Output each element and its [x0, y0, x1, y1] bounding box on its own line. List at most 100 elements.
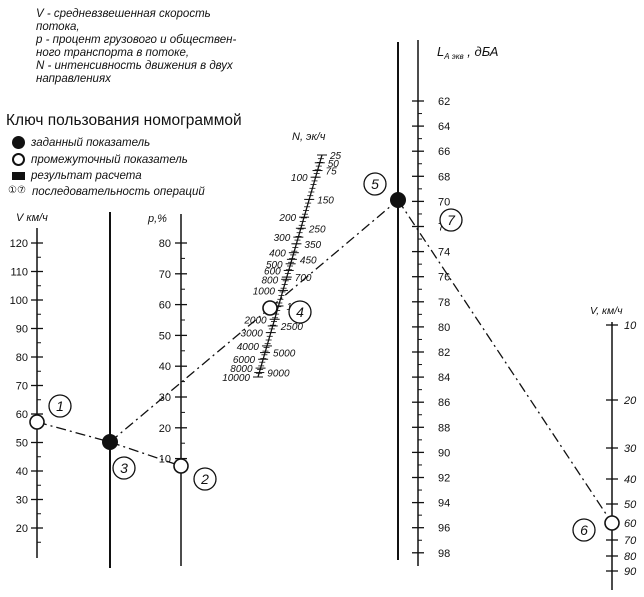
la-tick-label: 76: [438, 272, 450, 284]
n-tick-label: 150: [317, 195, 334, 206]
p-tick-label: 20: [159, 423, 171, 435]
point-2-marker: [173, 458, 189, 474]
la-tick-label: 64: [438, 121, 450, 133]
la-tick-label: 70: [438, 196, 450, 208]
point-5-label-circle: [363, 172, 387, 196]
v-right-tick-label: 50: [624, 499, 637, 511]
la-tick-label: 80: [438, 322, 450, 334]
v-right-tick-label: 60: [624, 518, 637, 530]
n-tick-label: 500: [266, 260, 283, 271]
point-3-marker: [102, 434, 118, 450]
point-4-label: 4: [296, 304, 304, 320]
la-tick-label: 84: [438, 372, 450, 384]
p-tick-label: 80: [159, 238, 171, 250]
v-left-axis-label: V км/ч: [16, 212, 48, 224]
p-axis-label: р,%: [147, 213, 167, 225]
n-tick-label: 400: [269, 249, 286, 260]
point-6-label-circle: [572, 518, 596, 542]
point-1-label: 1: [56, 398, 64, 414]
n-tick-label: 700: [295, 273, 312, 284]
legend-text: V - средневзвешенная скорость потока, р …: [36, 8, 286, 86]
n-tick-label: 1000: [253, 286, 276, 297]
legend-line: р - процент грузового и обществен-: [36, 34, 237, 46]
v-right-axis-label: V, км/ч: [590, 305, 623, 317]
n-tick-label: 4000: [237, 342, 260, 353]
n-tick-label: 6000: [233, 355, 256, 366]
construction-line-4: [269, 199, 399, 309]
n-tick-label: 250: [308, 224, 326, 235]
la-tick-label: 94: [438, 498, 450, 510]
point-6-label: 6: [580, 522, 588, 538]
point-5-marker: [390, 192, 406, 208]
la-tick-label: 74: [438, 247, 450, 259]
v-left-tick-label: 70: [16, 381, 28, 393]
n-tick-label: 300: [274, 233, 291, 244]
v-left-tick-label: 120: [10, 238, 28, 250]
point-4-marker: [262, 300, 278, 316]
la-tick-label: 68: [438, 171, 450, 183]
n-tick-label: 350: [304, 240, 321, 251]
la-tick-label: 86: [438, 397, 450, 409]
n-tick-label: 100: [291, 173, 308, 184]
la-tick-label: 96: [438, 523, 450, 535]
legend-line: N - интенсивность движения в двух: [36, 60, 233, 72]
point-7-label: 7: [447, 212, 456, 228]
v-right-tick-label: 20: [623, 395, 637, 407]
legend-line: потока,: [36, 21, 80, 33]
la-tick-label: 88: [438, 422, 450, 434]
n-tick-label: 25: [329, 151, 342, 162]
v-right-tick-label: 80: [624, 551, 637, 563]
filled-rectangle-icon: [12, 172, 25, 180]
legend-line: V - средневзвешенная скорость: [36, 8, 211, 20]
n-tick-label: 200: [278, 213, 296, 224]
n-tick-label: 50: [328, 159, 340, 170]
v-right-tick-label: 10: [624, 320, 637, 332]
v-left-tick-label: 80: [16, 352, 28, 364]
v-left-tick-label: 20: [16, 523, 28, 535]
la-tick-label: 66: [438, 146, 450, 158]
key-item-label: результат расчета: [31, 170, 142, 182]
n-tick-label: 2500: [280, 322, 304, 333]
point-6-marker: [604, 515, 620, 531]
la-axis-label: LА экв , дБА: [437, 44, 498, 61]
la-tick-label: 98: [438, 548, 450, 560]
v-left-tick-label: 60: [16, 409, 28, 421]
v-right-tick-label: 70: [624, 535, 637, 547]
n-tick-label: 600: [264, 266, 281, 277]
point-2-label: 2: [200, 471, 209, 487]
construction-line-5: [397, 199, 613, 524]
key-title: Ключ пользования номограммой: [6, 112, 242, 129]
n-tick-label: 5000: [273, 349, 296, 360]
key-item-given: заданный показатель: [12, 136, 150, 149]
v-left-tick-label: 40: [16, 466, 28, 478]
n-tick-label: 8000: [230, 364, 253, 375]
v-left-tick-label: 110: [10, 267, 28, 279]
point-7-label-circle: [439, 208, 463, 232]
key-item-label: промежуточный показатель: [31, 153, 188, 166]
v-left-tick-label: 100: [10, 295, 28, 307]
key-item-sequence: ①⑦ последовательность операций: [8, 185, 205, 198]
la-tick-label: 82: [438, 347, 450, 359]
key-item-result: результат расчета: [12, 170, 142, 182]
construction-line-1: [36, 421, 111, 443]
p-tick-label: 50: [159, 330, 171, 342]
n-axis-label: N, эк/ч: [292, 131, 326, 143]
p-tick-label: 60: [159, 300, 171, 312]
la-tick-label: 78: [438, 297, 450, 309]
construction-line-3: [109, 307, 271, 443]
key-item-label: заданный показатель: [31, 136, 151, 149]
v-left-tick-label: 50: [16, 438, 28, 450]
point-1-marker: [29, 414, 45, 430]
key-item-intermediate: промежуточный показатель: [12, 153, 188, 166]
point-3-label: 3: [120, 460, 128, 476]
point-4-label-circle: [288, 300, 312, 324]
p-tick-label: 30: [159, 392, 171, 404]
p-tick-label: 10: [159, 454, 171, 466]
numbered-circles-icon: ①⑦: [8, 185, 26, 196]
v-right-tick-label: 90: [624, 566, 637, 578]
legend-line: направлениях: [36, 73, 111, 85]
v-left-tick-label: 30: [16, 495, 28, 507]
n-tick-label: 10000: [222, 373, 250, 384]
n-tick-label: 800: [261, 275, 278, 286]
